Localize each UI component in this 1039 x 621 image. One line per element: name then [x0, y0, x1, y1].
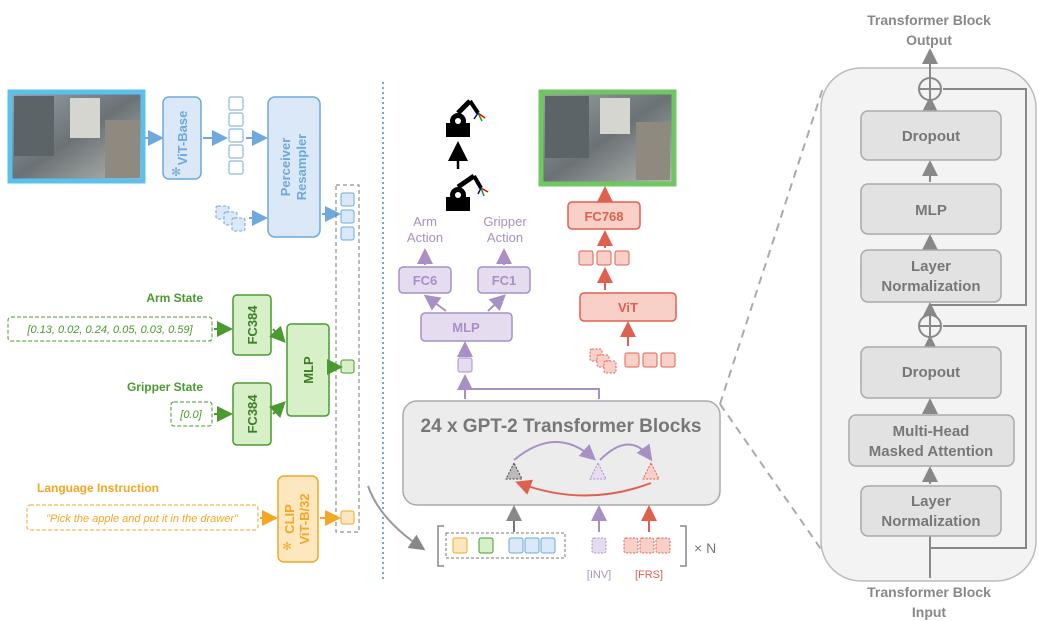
- input-sequence: [437, 525, 687, 567]
- layer-norm-top-label-1: Layer: [911, 258, 951, 275]
- block-output-title-1: Transformer Block: [867, 12, 991, 28]
- concat-token-column: [335, 184, 360, 533]
- transformer-blocks: 24 x GPT-2 Transformer Blocks: [402, 400, 721, 506]
- predicted-image-frame: [538, 89, 677, 187]
- layer-mlp-label: MLP: [915, 202, 947, 219]
- action-mlp: MLP: [420, 312, 513, 342]
- arm-state-label: Arm State: [146, 291, 203, 305]
- robot-arm-icon: [446, 173, 489, 211]
- latent-query-tokens: [215, 205, 246, 232]
- language-instruction-label: Language Instruction: [37, 481, 159, 495]
- clip-label-1: CLIP: [282, 504, 297, 534]
- image-vit: ViT: [579, 292, 677, 322]
- fc384-gripper: FC384: [232, 382, 272, 446]
- inv-output-token: [457, 357, 473, 373]
- perceiver-label-1: Perceiver: [278, 138, 293, 197]
- repeat-label: × N: [694, 540, 716, 556]
- image-patch-tokens: [578, 250, 630, 266]
- layer-dropout-top: Dropout: [860, 110, 1002, 161]
- snowflake-icon: ✻: [171, 165, 181, 179]
- perceiver-resampler: Perceiver Resampler: [267, 96, 321, 238]
- layer-norm-bottom-label-1: Layer: [911, 493, 951, 510]
- fc384-arm: FC384: [232, 294, 272, 356]
- vision-token-column: [228, 96, 244, 175]
- concat-arrow: [367, 485, 426, 551]
- residual-add-icon: [918, 314, 942, 338]
- gripper-state-box: [170, 401, 213, 427]
- residual-add-icon: [918, 77, 942, 101]
- image-vit-label: ViT: [618, 300, 638, 315]
- fc1-label: FC1: [492, 273, 517, 288]
- layer-norm-top-label-2: Normalization: [881, 278, 980, 295]
- layer-norm-bottom-label-2: Normalization: [881, 513, 980, 530]
- state-mlp-label: MLP: [301, 356, 316, 384]
- fc384-gripper-label: FC384: [245, 394, 260, 434]
- block-input-title-2: Input: [912, 604, 947, 620]
- gripper-state-label: Gripper State: [127, 380, 203, 394]
- perceiver-label-2: Resampler: [294, 134, 309, 200]
- frs-token-label: [FRS]: [635, 569, 663, 581]
- layer-norm-bottom: Layer Normalization: [860, 485, 1002, 537]
- fc768-label: FC768: [584, 209, 623, 224]
- inv-token-label: [INV]: [587, 569, 611, 581]
- layer-mlp: MLP: [860, 183, 1002, 235]
- state-mlp: MLP: [286, 323, 330, 417]
- language-instruction-box: [26, 504, 259, 531]
- language-instruction-value: "Pick the apple and put it in the drawer…: [46, 513, 239, 525]
- action-mlp-label: MLP: [452, 320, 480, 335]
- transformer-label: 24 x GPT-2 Transformer Blocks: [421, 416, 702, 437]
- layer-dropout-bottom-label: Dropout: [902, 364, 960, 381]
- arm-state-value: [0.13, 0.02, 0.24, 0.05, 0.03, 0.59]: [26, 324, 193, 336]
- fc384-arm-label: FC384: [245, 305, 260, 345]
- layer-dropout-top-label: Dropout: [902, 128, 960, 145]
- layer-norm-top: Layer Normalization: [860, 249, 1002, 303]
- block-output-title-2: Output: [906, 32, 952, 48]
- frs-output-tokens: [589, 348, 676, 374]
- arm-action-label-1: Arm: [413, 214, 437, 229]
- gripper-state-value: [0.0]: [179, 409, 202, 421]
- gripper-action-label-2: Action: [487, 230, 523, 245]
- gripper-action-label-1: Gripper: [483, 214, 527, 229]
- layer-dropout-bottom: Dropout: [860, 346, 1002, 399]
- zoom-line-bottom: [719, 403, 824, 553]
- fc1: FC1: [477, 266, 531, 294]
- fc6-label: FC6: [413, 273, 438, 288]
- vit-base-label: ViT-Base: [175, 111, 190, 166]
- input-image-frame: [7, 89, 146, 184]
- layer-attention-label-1: Multi-Head: [893, 423, 970, 440]
- arm-action-label-2: Action: [407, 230, 443, 245]
- layer-attention-label-2: Masked Attention: [869, 443, 993, 460]
- zoom-line-top: [719, 87, 824, 405]
- robot-arm-icon: [446, 99, 486, 137]
- vit-base-encoder: ViT-Base ✻: [162, 96, 202, 180]
- arm-state-box: [7, 316, 213, 342]
- fc6: FC6: [398, 266, 452, 294]
- clip-encoder: CLIP ViT-B/32 ✻: [277, 475, 319, 563]
- layer-attention: Multi-Head Masked Attention: [848, 414, 1015, 467]
- block-input-title-1: Transformer Block: [867, 584, 991, 600]
- fc768: FC768: [567, 201, 641, 230]
- snowflake-icon: ✻: [282, 541, 291, 553]
- clip-label-2: ViT-B/32: [297, 493, 312, 544]
